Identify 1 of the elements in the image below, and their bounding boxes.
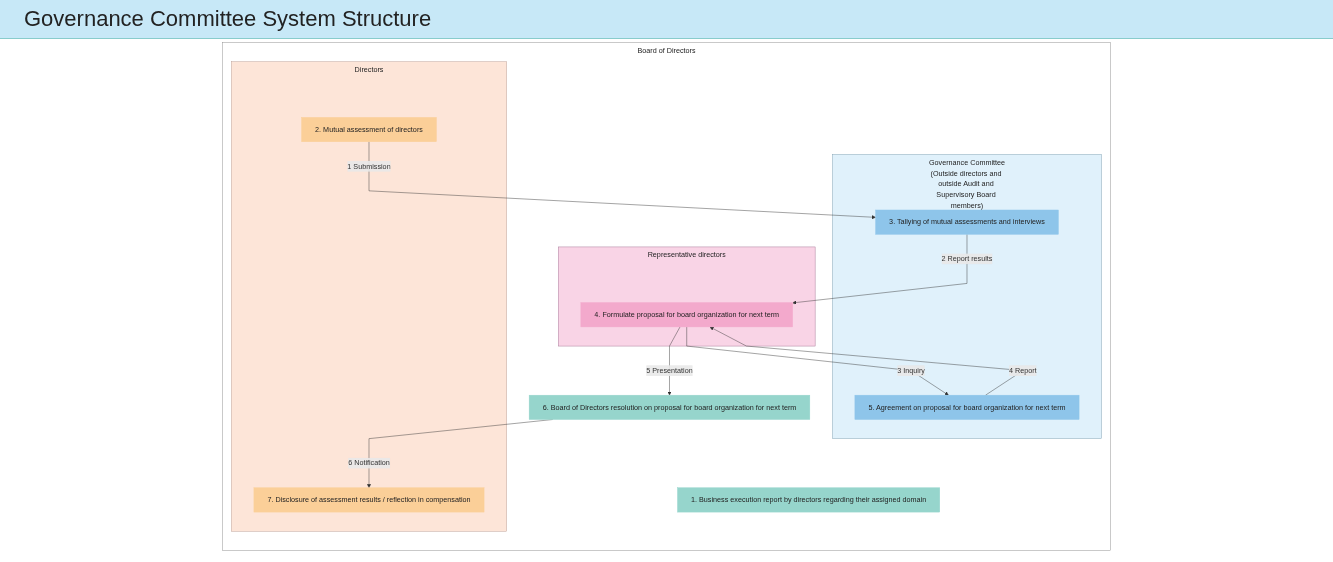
title: Governance Committee System Structure (0, 0, 1333, 39)
